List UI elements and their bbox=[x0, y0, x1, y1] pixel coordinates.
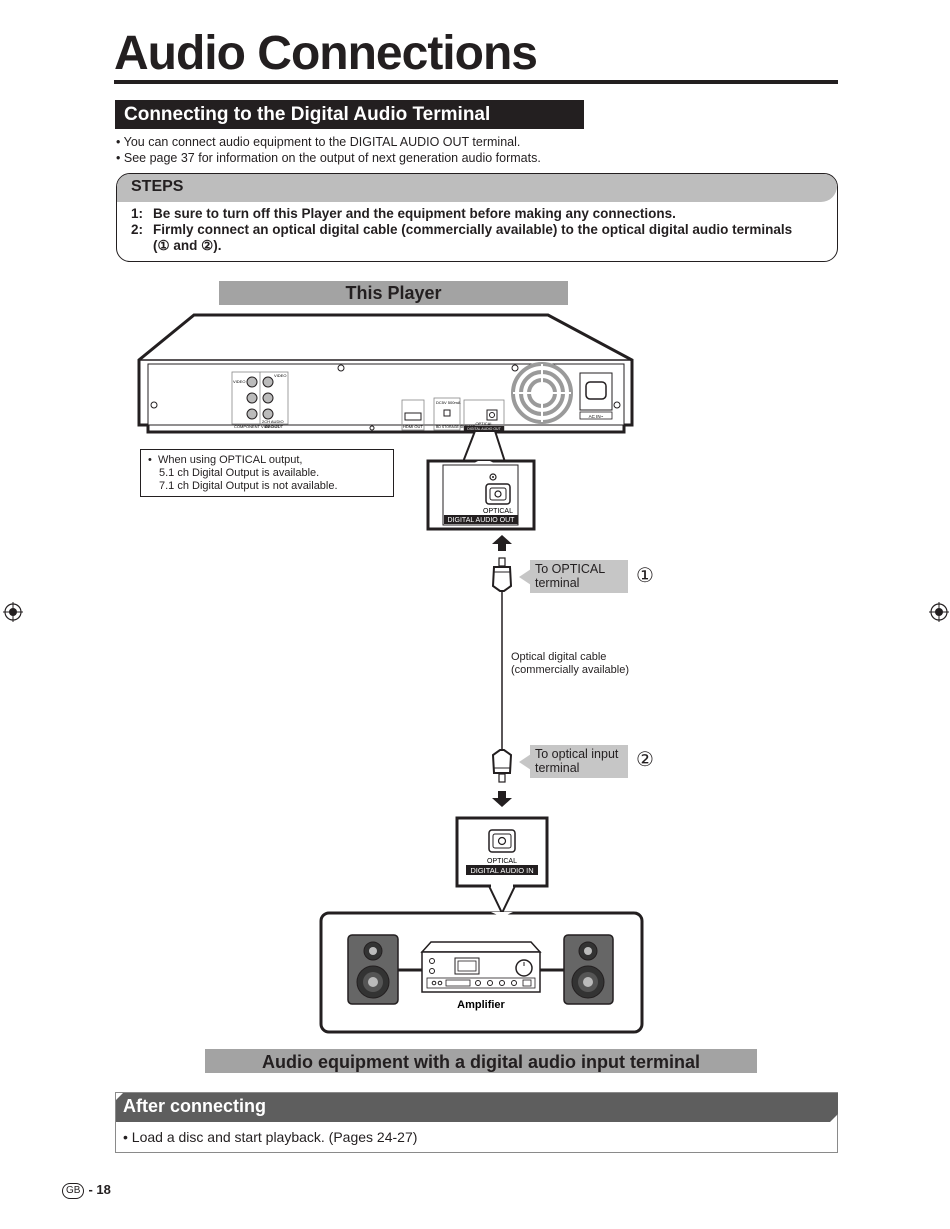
in-panel-label: DIGITAL AUDIO IN bbox=[470, 866, 533, 875]
note-line: • When using OPTICAL output, bbox=[148, 454, 393, 467]
amplifier-label: Amplifier bbox=[457, 999, 505, 1011]
callout-line: terminal bbox=[535, 576, 580, 590]
page-number: - 18 bbox=[88, 1182, 111, 1197]
digital-audio-out-panel: OPTICAL DIGITAL AUDIO OUT bbox=[426, 459, 536, 531]
bullet-item: • See page 37 for information on the out… bbox=[116, 151, 541, 165]
in-optical-label: OPTICAL bbox=[487, 858, 517, 865]
callout-number: ② bbox=[636, 749, 654, 771]
step-number: 2: bbox=[131, 222, 144, 237]
note-line: 7.1 ch Digital Output is not available. bbox=[159, 480, 338, 492]
bullet-text: You can connect audio equipment to the D… bbox=[123, 135, 521, 149]
steps-box: STEPS 1: Be sure to turn off this Player … bbox=[116, 173, 838, 262]
rear-label: VIDEO bbox=[274, 373, 286, 378]
player-rear-panel: VIDEO COMPONENT VIDEO OUT AV OUT 2CH AUD… bbox=[137, 313, 634, 434]
equipment-label: Audio equipment with a digital audio inp… bbox=[205, 1049, 757, 1073]
speaker-icon bbox=[347, 934, 399, 1005]
callout-optical-input: To optical input terminal bbox=[530, 745, 628, 778]
step-text: Firmly connect an optical digital cable … bbox=[153, 222, 793, 237]
after-connecting-header bbox=[116, 1093, 838, 1122]
amplifier-icon bbox=[420, 941, 542, 993]
rear-label: AC IN~ bbox=[589, 414, 604, 419]
rear-label: BD STORAGE SERVICE bbox=[436, 425, 476, 429]
cable-label-line: (commercially available) bbox=[511, 664, 629, 676]
cable-label: Optical digital cable (commercially avai… bbox=[511, 651, 629, 677]
callout-optical-terminal: To OPTICAL terminal bbox=[530, 560, 628, 593]
steps-title: STEPS bbox=[131, 178, 184, 195]
step-text-continued: (① and ②). bbox=[153, 238, 222, 253]
audio-equipment-box: Amplifier bbox=[319, 911, 644, 1034]
after-connecting-title: After connecting bbox=[123, 1096, 267, 1116]
callout-number: ① bbox=[636, 565, 654, 587]
player-label: This Player bbox=[219, 281, 568, 305]
after-connecting-text: • Load a disc and start playback. (Pages… bbox=[123, 1129, 418, 1145]
region-badge: GB bbox=[62, 1183, 85, 1199]
digital-audio-in-panel: OPTICAL DIGITAL AUDIO IN bbox=[455, 816, 549, 888]
optical-note-box: • When using OPTICAL output, 5.1 ch Digi… bbox=[140, 449, 394, 497]
note-text: When using OPTICAL output, bbox=[157, 454, 303, 466]
bullet-text: See page 37 for information on the outpu… bbox=[123, 151, 541, 165]
step-item: 2: Firmly connect an optical digital cabl… bbox=[131, 222, 792, 254]
page-footer: GB- 18 bbox=[62, 1182, 111, 1199]
out-optical-label: OPTICAL bbox=[483, 508, 513, 515]
title-rule bbox=[114, 80, 838, 84]
bullet-item: • You can connect audio equipment to the… bbox=[116, 135, 521, 149]
callout-line: To OPTICAL bbox=[535, 562, 606, 576]
callout-line: terminal bbox=[535, 761, 580, 775]
step-number: 1: bbox=[131, 206, 144, 221]
section-header: Connecting to the Digital Audio Terminal bbox=[115, 100, 584, 129]
rear-label: 2CH AUDIO bbox=[262, 419, 284, 424]
rear-label: HDMI OUT bbox=[403, 424, 423, 429]
rear-label: COMPONENT VIDEO OUT bbox=[234, 424, 284, 429]
step-item: 1: Be sure to turn off this Player and th… bbox=[131, 206, 676, 222]
registration-mark-icon bbox=[929, 602, 949, 622]
optical-plug-bottom bbox=[491, 749, 513, 783]
after-connecting-box: After connecting • Load a disc and start… bbox=[115, 1092, 838, 1153]
speaker-icon bbox=[563, 934, 614, 1005]
rear-label: DC5V 500mA bbox=[436, 400, 461, 405]
steps-header: STEPS bbox=[117, 174, 837, 202]
note-bullet: • bbox=[148, 454, 152, 466]
rear-label: DIGITAL AUDIO OUT bbox=[467, 427, 501, 431]
registration-mark-icon bbox=[3, 602, 23, 622]
optical-plug-top bbox=[491, 557, 513, 592]
callout-line: To optical input bbox=[535, 747, 619, 761]
out-panel-label: DIGITAL AUDIO OUT bbox=[448, 517, 516, 524]
step-text: Be sure to turn off this Player and the … bbox=[153, 206, 676, 221]
note-line: 5.1 ch Digital Output is available. bbox=[159, 467, 320, 479]
rear-label: VIDEO bbox=[233, 379, 245, 384]
fan-grille bbox=[511, 362, 573, 424]
page-title: Audio Connections bbox=[114, 27, 538, 80]
cable-label-line: Optical digital cable bbox=[511, 651, 607, 663]
rear-label: OPTICAL bbox=[475, 421, 493, 426]
rear-label: AV OUT bbox=[265, 424, 280, 429]
